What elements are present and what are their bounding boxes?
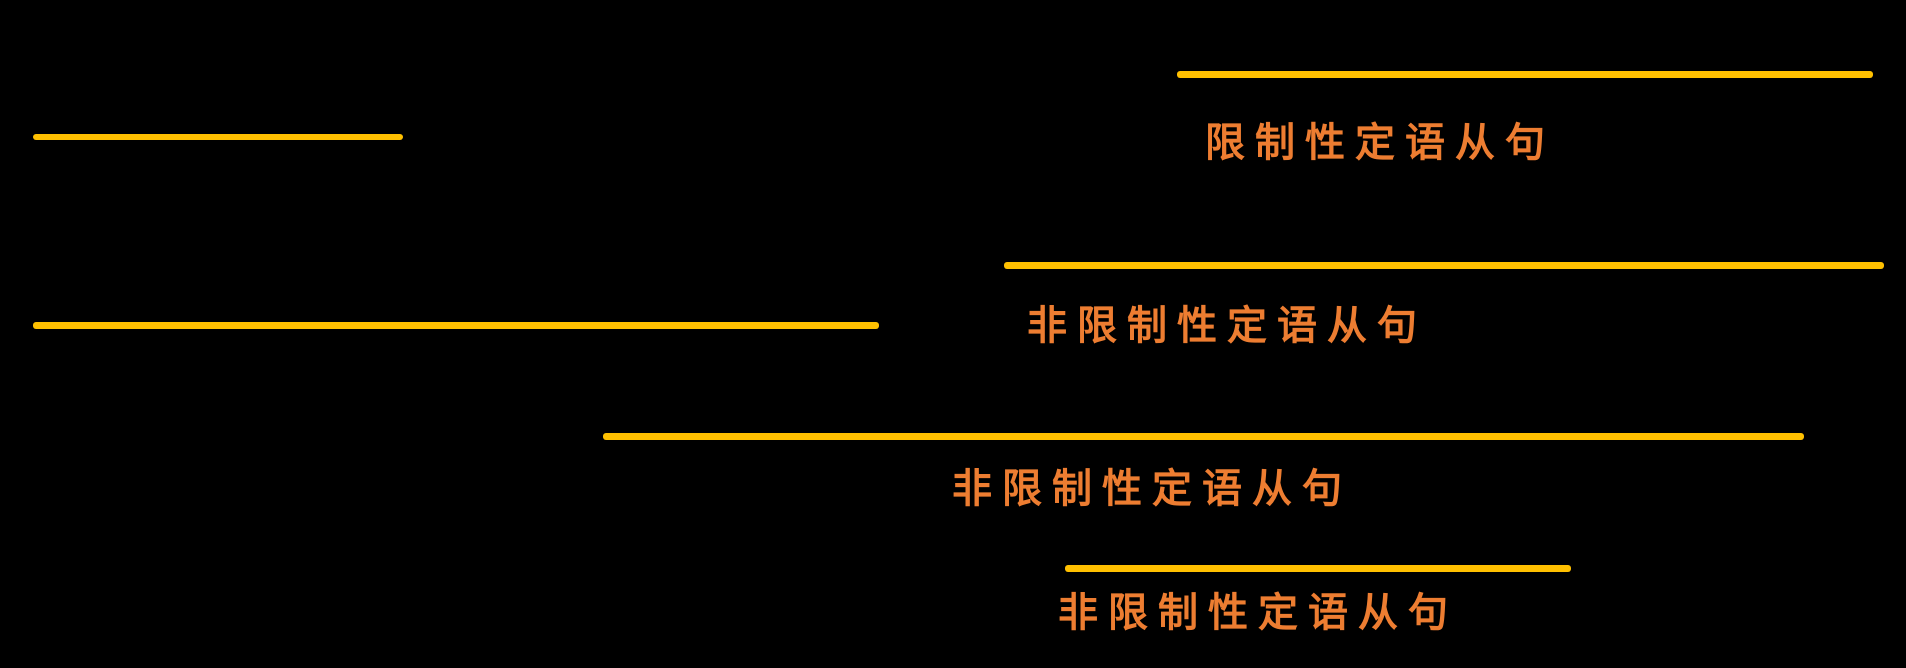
- label-restrictive-clause: 限制性定语从句: [1205, 120, 1555, 166]
- underline-nonrestrictive-sentence-1: [1004, 262, 1884, 269]
- underline-nonrestrictive-sentence-2: [603, 433, 1804, 440]
- label-nonrestrictive-clause-1: 非限制性定语从句: [1027, 303, 1427, 349]
- underline-left-fragment-row1: [33, 134, 403, 140]
- underline-nonrestrictive-sentence-3: [1065, 565, 1571, 572]
- label-nonrestrictive-clause-2: 非限制性定语从句: [952, 466, 1352, 512]
- underline-left-fragment-row2: [33, 322, 879, 329]
- underline-restrictive-sentence: [1177, 71, 1873, 78]
- label-nonrestrictive-clause-3: 非限制性定语从句: [1058, 590, 1458, 636]
